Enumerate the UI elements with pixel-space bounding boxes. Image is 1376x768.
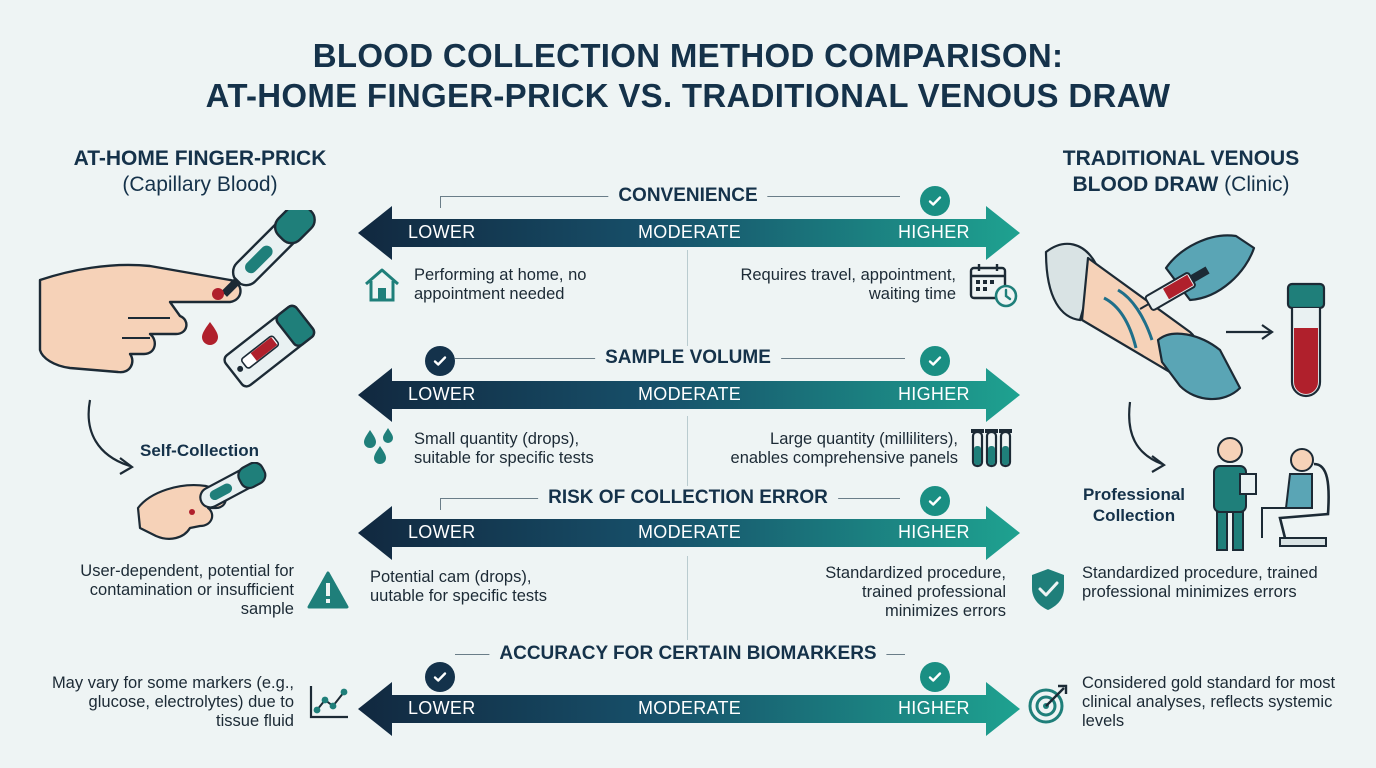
right-error-note: Standardized procedure, trained professi… [1082, 564, 1318, 601]
scale-bar-risk: LOWER MODERATE HIGHER [358, 506, 1020, 560]
volume-right-text: Large quantity (milliliters), enables co… [730, 430, 958, 467]
check-accuracy-high-icon [920, 662, 950, 692]
scale-bar-accuracy: LOWER MODERATE HIGHER [358, 682, 1020, 736]
convenience-right-text: Requires travel, appointment, waiting ti… [740, 266, 956, 303]
right-heading-line1: TRADITIONAL VENOUS [1062, 147, 1300, 170]
shield-check-icon [1028, 566, 1068, 617]
check-risk-high-icon [920, 486, 950, 516]
left-heading-title: AT-HOME FINGER-PRICK [73, 147, 327, 170]
blood-tube-icon [1284, 282, 1328, 407]
self-collection-label: Self-Collection [140, 441, 260, 460]
check-convenience-high-icon [920, 186, 950, 216]
category-accuracy: ACCURACY FOR CERTAIN BIOMARKERS [489, 642, 887, 666]
page-title-line1: BLOOD COLLECTION METHOD COMPARISON: [312, 37, 1064, 74]
center-divider-2 [687, 416, 688, 492]
right-heading-bold: BLOOD DRAW [1072, 173, 1219, 196]
left-accuracy-note: May vary for some markers (e.g., glucose… [51, 674, 294, 730]
droplets-icon [360, 426, 404, 475]
warning-triangle-icon [306, 570, 350, 615]
venous-draw-illustration [1040, 228, 1260, 413]
self-collection-hand-icon [130, 461, 270, 551]
scale-high-label: HIGHER [898, 522, 970, 542]
right-accuracy-note: Considered gold standard for most clinic… [1082, 674, 1336, 730]
convenience-left-text: Performing at home, no appointment neede… [414, 266, 587, 303]
calendar-clock-icon [968, 262, 1020, 315]
category-risk-error: RISK OF COLLECTION ERROR [538, 486, 838, 510]
scale-mid-label: MODERATE [638, 522, 742, 542]
right-heading: TRADITIONAL VENOUS BLOOD DRAW (Clinic) [1016, 146, 1346, 198]
scale-high-label: HIGHER [898, 384, 970, 404]
risk-right-text: Standardized procedure, trained professi… [825, 564, 1006, 620]
category-convenience: CONVENIENCE [608, 184, 768, 208]
check-accuracy-low-icon [425, 662, 455, 692]
scale-mid-label: MODERATE [638, 222, 742, 242]
check-volume-high-icon [920, 346, 950, 376]
home-icon [362, 266, 402, 309]
left-heading-subtitle: (Capillary Blood) [122, 173, 278, 196]
center-divider-1 [687, 250, 688, 346]
right-heading-line2: BLOOD DRAW (Clinic) [1016, 172, 1346, 198]
category-sample-volume: SAMPLE VOLUME [595, 346, 781, 370]
scale-low-label: LOWER [408, 222, 476, 242]
curved-arrow-right-icon [1124, 398, 1174, 479]
volume-left-text: Small quantity (drops), suitable for spe… [414, 430, 594, 467]
finger-prick-illustration [30, 202, 350, 405]
scale-high-label: HIGHER [898, 222, 970, 242]
scale-bar-convenience: LOWER MODERATE HIGHER [358, 206, 1020, 260]
check-volume-low-icon [425, 346, 455, 376]
target-icon [1026, 682, 1070, 731]
page-title-line2: AT-HOME FINGER-PRICK VS. TRADITIONAL VEN… [205, 77, 1171, 114]
risk-left-text: Potential cam (drops), uutable for speci… [370, 568, 548, 605]
scale-bar-sample-volume: LOWER MODERATE HIGHER [358, 368, 1020, 422]
center-divider-3 [687, 556, 688, 640]
scale-low-label: LOWER [408, 698, 476, 718]
scale-high-label: HIGHER [898, 698, 970, 718]
curved-arrow-left-icon [84, 396, 144, 481]
left-error-note: User-dependent, potential for contaminat… [80, 562, 294, 618]
professional-collection-label: Professional Collection [1082, 485, 1186, 525]
nurse-patient-icon [1200, 434, 1340, 559]
scale-low-label: LOWER [408, 522, 476, 542]
arrow-right-icon [1224, 322, 1276, 347]
line-chart-icon [308, 684, 350, 725]
right-heading-rest: (Clinic) [1224, 173, 1290, 196]
scale-low-label: LOWER [408, 384, 476, 404]
left-heading: AT-HOME FINGER-PRICK (Capillary Blood) [0, 146, 400, 198]
test-tubes-icon [970, 426, 1014, 475]
scale-mid-label: MODERATE [638, 384, 742, 404]
scale-mid-label: MODERATE [638, 698, 742, 718]
